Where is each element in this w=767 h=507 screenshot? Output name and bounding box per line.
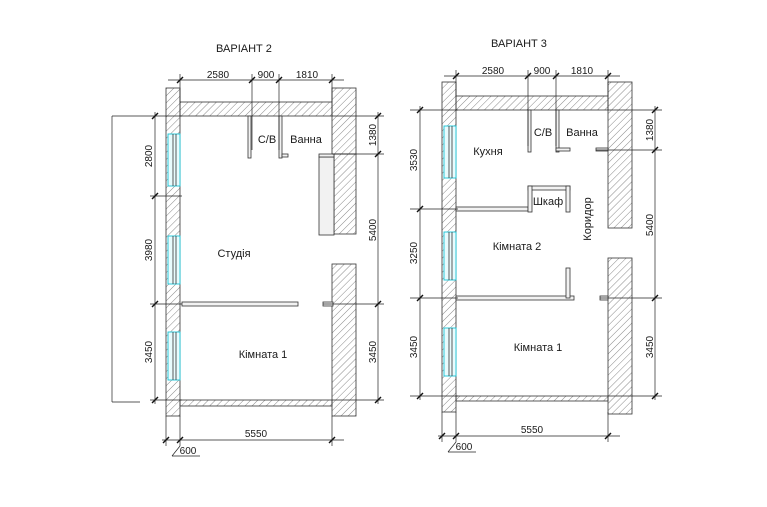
variant-2-dimensions [111, 74, 384, 457]
v3-dim-right-a: 1380 [645, 118, 656, 141]
v2-dim-left-c: 3450 [144, 340, 155, 363]
v2-partition-left [181, 301, 299, 307]
variant-2-title: ВАРІАНТ 2 [216, 43, 272, 55]
v2-dim-bottom-small: 600 [180, 446, 197, 457]
v3-room-1: Кімната 1 [514, 342, 563, 354]
v2-dim-top-b: 900 [258, 70, 275, 81]
v3-bath-stub-right [595, 147, 609, 152]
v3-room-2: Кімната 2 [493, 241, 542, 253]
v2-bath-top [318, 153, 335, 158]
v2-right-wall-lower [331, 263, 357, 417]
v2-bath-block [318, 156, 335, 236]
v2-dim-top-a: 2580 [207, 70, 230, 81]
v3-dim-right-c: 3450 [645, 335, 656, 358]
v3-dim-left-a: 3530 [409, 148, 420, 171]
v2-room-cv: С/В [258, 134, 276, 146]
v3-partition-kitchen [455, 206, 529, 212]
v3-room-corridor: Коридор [582, 197, 594, 240]
v2-room-1: Кімната 1 [239, 349, 288, 361]
v2-dim-top-c: 1810 [296, 70, 319, 81]
v2-right-wall-mid [333, 153, 357, 235]
v3-dim-right-b: 5400 [645, 213, 656, 236]
variant-3-dimensions [410, 70, 662, 453]
variant-2-plan: ВАРІАНТ 2 [111, 43, 384, 457]
v3-dim-left-c: 3450 [409, 335, 420, 358]
v2-window-2 [167, 235, 181, 285]
v3-corridor-wall [565, 267, 571, 299]
v3-bath-wall [555, 109, 560, 153]
v3-room-cv: С/В [534, 127, 552, 139]
variant-3-plan: ВАРІАНТ 3 [409, 38, 662, 453]
v3-dim-bottom-small: 600 [456, 442, 473, 453]
v3-dim-top-c: 1810 [571, 66, 594, 77]
v3-wc-wall [527, 109, 532, 153]
v2-top-wall [179, 101, 333, 117]
v2-dim-bottom: 5550 [245, 429, 268, 440]
v3-window-2 [443, 231, 457, 281]
variant-2-windows [167, 133, 181, 381]
v2-dim-left-a: 2800 [144, 144, 155, 167]
v3-dim-top-a: 2580 [482, 66, 505, 77]
v2-dim-left-b: 3980 [144, 238, 155, 261]
v3-partition-room [455, 295, 575, 301]
v3-room-closet: Шкаф [533, 196, 563, 208]
v3-room-bath: Ванна [566, 127, 599, 139]
v2-window-1 [167, 133, 181, 187]
v3-right-wall-lower [607, 257, 633, 415]
v2-dim-right-c: 3450 [368, 340, 379, 363]
v3-closet-left [527, 185, 533, 213]
v3-bath-stub [555, 147, 571, 152]
v2-right-wall-upper [331, 87, 357, 155]
v2-room-bath: Ванна [290, 134, 323, 146]
v2-dim-right-a: 1380 [368, 123, 379, 146]
v3-right-wall-upper [607, 81, 633, 229]
v3-bottom-wall [455, 395, 609, 402]
variant-3-windows [443, 125, 457, 377]
v3-window-3 [443, 327, 457, 377]
v3-closet-right [565, 185, 571, 213]
v2-bath-stub [281, 153, 289, 158]
v3-closet-top [527, 185, 571, 191]
v3-window-1 [443, 125, 457, 179]
v3-top-wall [455, 95, 609, 111]
v3-dim-top-b: 900 [534, 66, 551, 77]
variant-3-title: ВАРІАНТ 3 [491, 38, 547, 50]
v2-wc-wall [247, 115, 252, 159]
v2-bath-wall [278, 115, 283, 159]
v2-room-studio: Студія [217, 248, 250, 260]
v3-room-kitchen: Кухня [473, 146, 502, 158]
v2-bottom-wall [179, 399, 333, 407]
v2-window-3 [167, 331, 181, 381]
v2-dim-right-b: 5400 [368, 218, 379, 241]
v3-dim-bottom: 5550 [521, 425, 544, 436]
v3-dim-left-b: 3250 [409, 241, 420, 264]
